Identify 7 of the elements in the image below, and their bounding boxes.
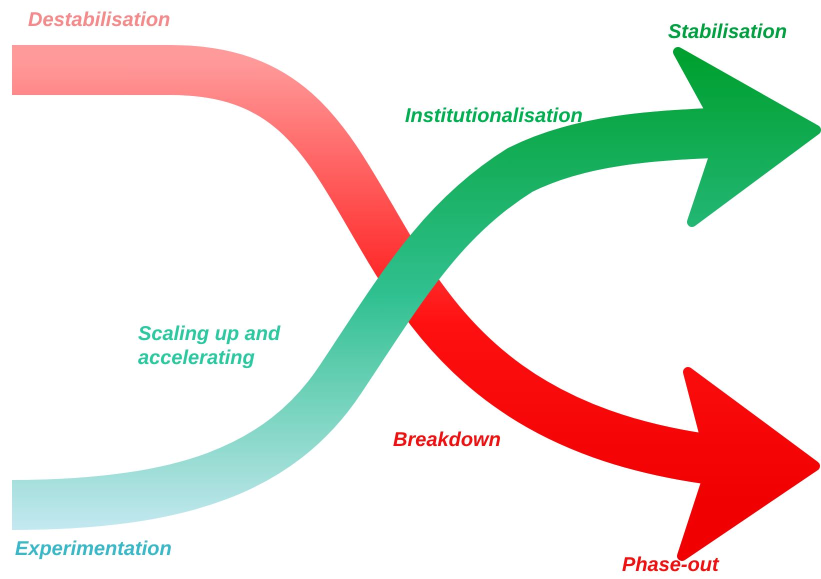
- stage-label: Stabilisation: [668, 20, 787, 44]
- stage-label: Phase-out: [622, 553, 719, 577]
- stage-label: Breakdown: [393, 428, 501, 452]
- stage-label: Experimentation: [15, 537, 172, 561]
- stage-label: Institutionalisation: [405, 104, 583, 128]
- stage-label: Scaling up and accelerating: [138, 322, 282, 370]
- stage-label: Destabilisation: [28, 8, 170, 32]
